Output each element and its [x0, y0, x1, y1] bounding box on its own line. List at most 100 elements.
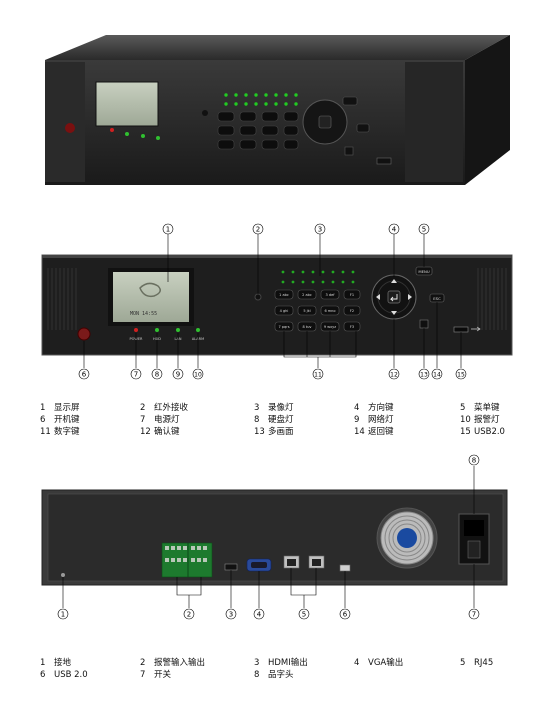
- callout-front-4: 4: [392, 226, 397, 234]
- power-led: [134, 328, 138, 332]
- key-f1[interactable]: [343, 289, 361, 300]
- arrow-left-icon: [376, 294, 380, 300]
- power-button-3d[interactable]: [65, 123, 75, 133]
- ir-receiver: [254, 293, 262, 301]
- callout-front-13: 13: [420, 372, 428, 379]
- right-vents: [477, 268, 507, 330]
- key-label-4: 4 ghi: [280, 309, 289, 313]
- multiscreen-button[interactable]: [419, 319, 429, 329]
- usb-port-front[interactable]: [453, 326, 469, 333]
- callout-front-14: 14: [433, 372, 441, 379]
- menu-label: MENU: [418, 269, 430, 274]
- key-6[interactable]: [320, 305, 340, 316]
- fan: [376, 507, 438, 569]
- usb-port-rear[interactable]: [339, 564, 351, 572]
- key-2[interactable]: [297, 289, 317, 300]
- callout-rear-8: 8: [472, 457, 476, 465]
- usb-icon: [471, 326, 481, 332]
- key-f3[interactable]: [343, 321, 361, 332]
- arrow-down-icon: [391, 311, 397, 315]
- alarm-terminal-block: [161, 542, 213, 578]
- power-button[interactable]: [77, 327, 91, 341]
- key-1[interactable]: [274, 289, 294, 300]
- front-callouts: 1 2 3 4 5 6 7 8 9 10 11 12 13 14 15: [78, 223, 467, 380]
- front-callout-lines: [83, 234, 462, 368]
- esc-label: ESC: [433, 296, 441, 301]
- vga-port[interactable]: [246, 558, 272, 572]
- key-label-f2: F2: [350, 309, 354, 313]
- callout-front-11: 11: [314, 372, 322, 379]
- key-f2[interactable]: [343, 305, 361, 316]
- callout-front-15: 15: [457, 372, 465, 379]
- lan-led: [176, 328, 180, 332]
- device-top-surface: [45, 35, 510, 60]
- rear-panel: [41, 489, 508, 586]
- key-label-9: 9 wxyz: [324, 325, 336, 329]
- callout-rear-1: 1: [61, 611, 65, 619]
- alarm-led: [196, 328, 200, 332]
- key-label-7: 7 pqrs: [278, 325, 289, 329]
- callout-front-3: 3: [318, 226, 322, 234]
- keypad-3d: [217, 111, 299, 150]
- key-5[interactable]: [297, 305, 317, 316]
- numeric-keypad: 1 abc 2 abc 3 def F1 4 ghi 5 jkl 6 mno F…: [274, 289, 361, 332]
- hdd-led: [155, 328, 159, 332]
- led-row-3d: [224, 93, 298, 106]
- key-label-3: 3 def: [326, 293, 336, 297]
- arrow-icons: [376, 279, 412, 315]
- key-label-f1: F1: [350, 293, 354, 297]
- lcd-screen-3d: [95, 81, 159, 127]
- ground-screw: [61, 573, 65, 577]
- key-3[interactable]: [320, 289, 340, 300]
- enter-button[interactable]: [387, 290, 401, 304]
- device-side: [465, 35, 510, 185]
- callout-rear-5: 5: [302, 611, 306, 619]
- callout-rear-3: 3: [229, 611, 233, 619]
- lcd-text: MON 14:55: [130, 311, 157, 317]
- power-inlet[interactable]: [458, 513, 490, 565]
- hdmi-port[interactable]: [224, 563, 238, 571]
- key-4[interactable]: [274, 305, 294, 316]
- enter-icon: [389, 294, 398, 302]
- rear-callouts: 1 2 3 4 5 6 7 8: [57, 454, 480, 620]
- callout-front-8: 8: [155, 371, 159, 379]
- callout-front-5: 5: [422, 226, 426, 234]
- callout-front-7: 7: [134, 371, 138, 379]
- perspective-view: [45, 35, 510, 185]
- callout-front-2: 2: [256, 226, 260, 234]
- callout-front-6: 6: [82, 371, 87, 379]
- arrow-up-icon: [391, 279, 397, 283]
- callout-front-10: 10: [194, 372, 202, 379]
- key-label-1: 1 abc: [279, 293, 289, 297]
- callout-front-12: 12: [390, 372, 398, 379]
- key-label-5: 5 jkl: [303, 309, 310, 313]
- rear-callout-lines: [62, 466, 475, 608]
- front-panel: MON 14:55 POWER HDD LAN ALARM: [41, 254, 513, 356]
- callout-rear-4: 4: [257, 611, 262, 619]
- arrow-right-icon: [408, 294, 412, 300]
